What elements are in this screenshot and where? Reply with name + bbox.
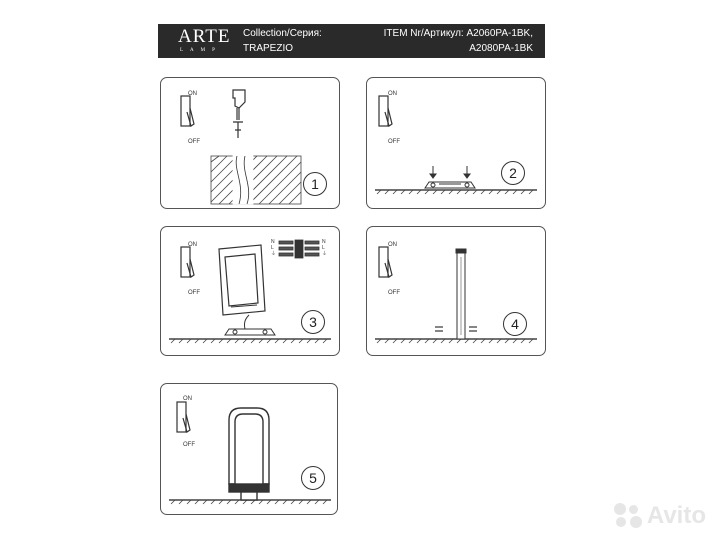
- step-1-panel: ON OFF 1: [160, 77, 340, 209]
- ground-line: [375, 189, 537, 195]
- switch-on-label: ON: [183, 396, 192, 402]
- terminal-label-right-l: L: [322, 245, 325, 251]
- step-5-illustration: [169, 401, 331, 505]
- collection-value: TRAPEZIO: [243, 43, 294, 54]
- fastener-marks-icon: [435, 326, 477, 332]
- brand-subtitle: LAMP: [180, 48, 222, 53]
- assembled-lamp-icon: [228, 407, 270, 501]
- terminal-label-right-n: N: [322, 239, 326, 245]
- avito-watermark-text: Avito: [646, 502, 706, 529]
- bollard-post-icon: [455, 248, 467, 340]
- switch-icon: [180, 246, 195, 278]
- step-number: 4: [503, 312, 527, 336]
- switch-on-label: ON: [188, 242, 197, 248]
- trench-illustration: [210, 153, 302, 205]
- screwdriver-icon: [232, 89, 246, 138]
- switch-icon: [378, 246, 393, 278]
- step-5-panel: ON OFF 5: [160, 383, 338, 515]
- terminal-label-right-ground: ⏚: [322, 251, 328, 257]
- item-value: A2080PA-1BK: [469, 43, 533, 54]
- step-4-illustration: [375, 246, 537, 344]
- step-1-illustration: [180, 89, 302, 205]
- avito-logo-icon: [613, 503, 644, 529]
- switch-on-label: ON: [388, 242, 397, 248]
- switch-icon: [378, 95, 393, 127]
- ground-line: [375, 338, 537, 344]
- step-number: 3: [301, 310, 325, 334]
- brand-logo: ARTE: [178, 26, 231, 47]
- step-4-panel: ON OFF 4: [366, 226, 546, 356]
- item-label: ITEM Nr/Артикул: A2060PA-1BK,: [383, 28, 533, 39]
- step-number: 5: [301, 466, 325, 490]
- avito-watermark: Avito: [613, 502, 706, 530]
- switch-icon: [180, 95, 195, 127]
- switch-off-label: OFF: [388, 139, 400, 145]
- switch-on-label: ON: [388, 91, 397, 97]
- arrows-down-icon: [429, 166, 471, 179]
- terminal-label-left-l: L: [271, 245, 274, 251]
- step-number: 1: [303, 172, 327, 196]
- step-3-panel: ON OFF N L ⏚ N L ⏚ 3: [160, 226, 340, 356]
- terminal-block-icon: [278, 239, 320, 259]
- switch-off-label: OFF: [388, 290, 400, 296]
- collection-label: Collection/Серия:: [243, 28, 322, 39]
- mounting-base-icon: [424, 181, 476, 189]
- step-3-illustration: [169, 239, 331, 344]
- terminal-label-left-ground: ⏚: [271, 251, 277, 257]
- mounting-base-icon: [224, 314, 276, 336]
- step-number: 2: [501, 161, 525, 185]
- switch-off-label: OFF: [188, 139, 200, 145]
- terminal-label-left-n: N: [271, 239, 275, 245]
- step-2-panel: ON OFF 2: [366, 77, 546, 209]
- document-header: ARTE LAMP Collection/Серия: TRAPEZIO ITE…: [158, 24, 545, 58]
- ground-line: [169, 338, 331, 344]
- switch-icon: [176, 401, 191, 433]
- switch-off-label: OFF: [188, 290, 200, 296]
- switch-on-label: ON: [188, 91, 197, 97]
- lamp-body-tilted-icon: [218, 244, 266, 316]
- step-2-illustration: [375, 95, 537, 195]
- switch-off-label: OFF: [183, 442, 195, 448]
